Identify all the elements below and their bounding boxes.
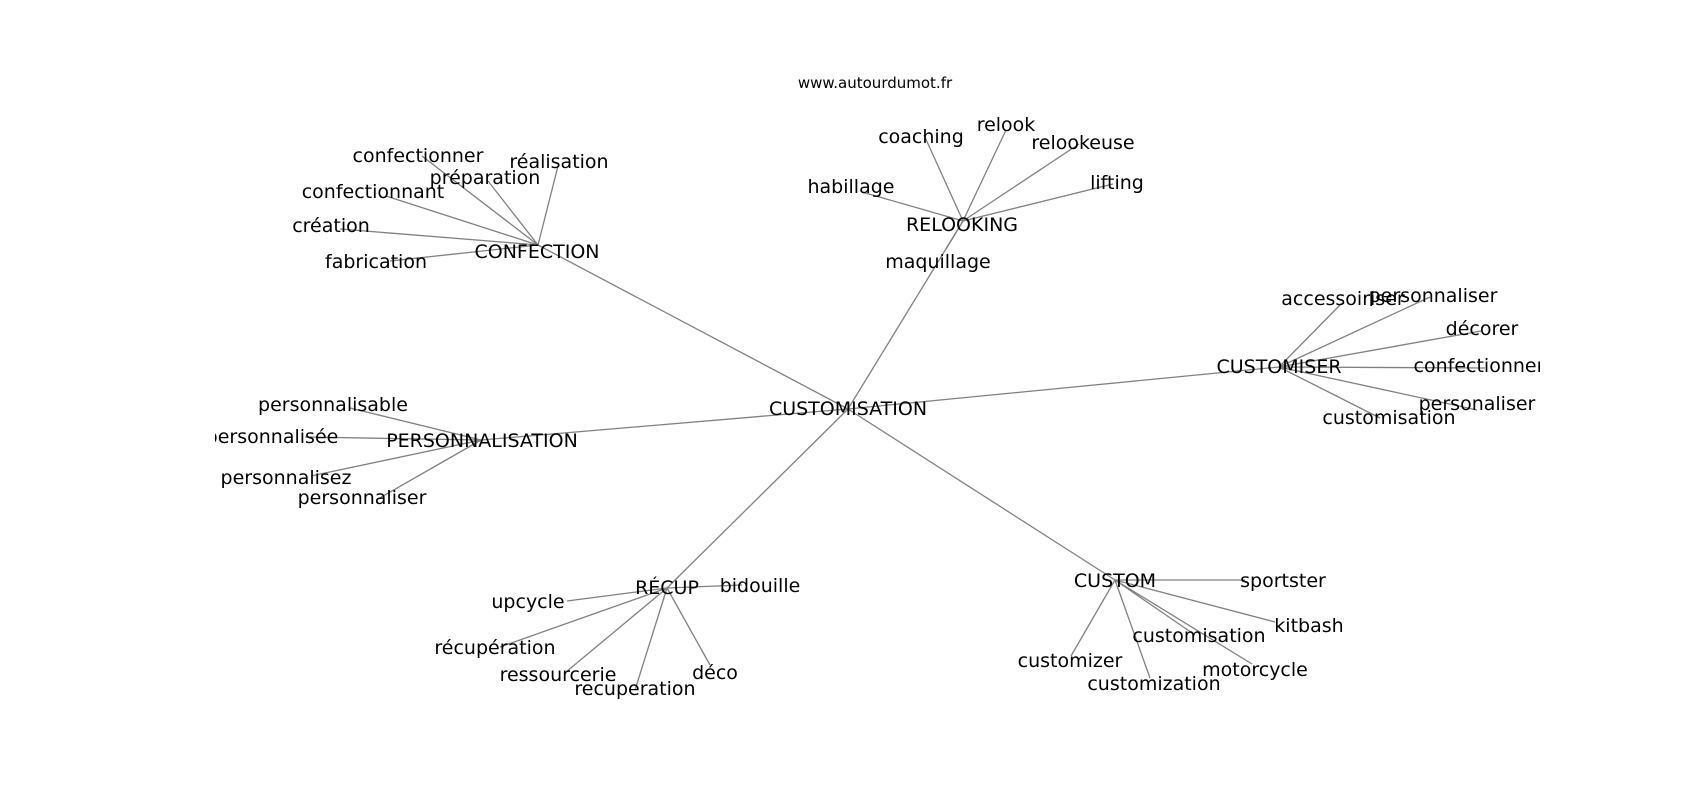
leaf-node-label: préparation: [430, 167, 541, 189]
edge-root-to-hub: [847, 366, 1280, 410]
leaf-node-label: accessoiriser: [1281, 288, 1405, 310]
edge-hub-to-leaf: [962, 143, 1080, 222]
leaf-node-label: personnaliser: [298, 487, 427, 509]
edge-hub-to-leaf: [310, 439, 482, 477]
edge-hub-to-leaf: [861, 191, 964, 222]
hub-node-label: CUSTOM: [1074, 570, 1156, 592]
edge-hub-to-leaf: [377, 439, 482, 500]
leaf-node-label: personnaliser: [1369, 285, 1498, 307]
hub-node-label: RÉCUP: [635, 576, 699, 599]
edge-root-to-hub: [666, 408, 849, 589]
edge-hub-to-leaf: [339, 228, 539, 246]
edge-hub-to-leaf: [962, 183, 1114, 222]
leaf-node-label: personnalisable: [258, 394, 408, 416]
hub-node-label: CUSTOMISER: [1216, 356, 1341, 378]
edge-hub-to-leaf: [962, 129, 1007, 222]
leaf-node-label: déco: [692, 662, 738, 684]
edge-hub-to-leaf: [1070, 579, 1116, 657]
edge-root-to-hub: [847, 220, 964, 410]
edge-hub-to-leaf: [634, 587, 668, 691]
edge-hub-to-leaf: [945, 220, 964, 250]
root-node-label: CUSTOMISATION: [769, 398, 927, 420]
edge-hub-to-leaf: [666, 587, 711, 666]
edge-hub-to-leaf: [499, 587, 668, 648]
edge-hub-to-leaf: [566, 587, 668, 602]
leaf-node-label: maquillage: [885, 251, 990, 273]
edge-hub-to-leaf: [1278, 296, 1431, 368]
leaf-node-label: confectionner: [353, 145, 484, 167]
site-watermark: www.autourdumot.fr: [798, 74, 953, 92]
leaf-node-label: lifting: [1090, 172, 1144, 194]
leaf-node-label: création: [292, 215, 370, 237]
edge-hub-to-leaf: [1114, 579, 1253, 665]
leaf-node-label: coaching: [878, 126, 964, 148]
hub-node-label: CONFECTION: [474, 241, 599, 263]
edge-hub-to-leaf: [385, 195, 539, 246]
edge-hub-to-leaf: [1278, 366, 1478, 411]
leaf-node-label: customizer: [1018, 650, 1123, 672]
edge-layer: [304, 129, 1486, 691]
leaf-node-label: décorer: [1446, 318, 1519, 340]
leaf-node-label: bidouille: [720, 575, 801, 597]
edge-hub-to-leaf: [565, 587, 668, 673]
edge-hub-to-leaf: [1278, 302, 1343, 368]
hub-node-label: PERSONNALISATION: [386, 430, 578, 452]
hub-node-label: RELOOKING: [906, 214, 1018, 236]
edge-hub-to-leaf: [1114, 579, 1196, 636]
edge-hub-to-leaf: [1114, 579, 1276, 623]
leaf-node-label: relookeuse: [1031, 132, 1134, 154]
edge-root-to-hub: [480, 408, 849, 441]
edge-hub-to-leaf: [304, 436, 482, 441]
leaf-node-label: customisation: [1132, 625, 1265, 647]
edge-root-to-hub: [537, 244, 849, 410]
leaf-node-label: motorcycle: [1202, 659, 1308, 681]
edge-hub-to-leaf: [1114, 579, 1151, 679]
edge-hub-to-leaf: [923, 134, 964, 222]
leaf-node-label: récupération: [434, 637, 555, 659]
leaf-node-label: habillage: [808, 176, 895, 198]
leaf-node-label: réalisation: [509, 151, 608, 173]
leaf-node-label: confectionner: [1414, 355, 1545, 377]
label-layer: CUSTOMISATION CONFECTION confectionner réal…: [206, 114, 1545, 700]
leaf-node-label: confectionnant: [302, 181, 445, 203]
edge-hub-to-leaf: [666, 584, 743, 589]
leaf-node-label: personnalisez: [221, 467, 352, 489]
leaf-node-label: upcycle: [491, 591, 564, 613]
leaf-node-label: fabrication: [325, 251, 427, 273]
leaf-node-label: personnalisée: [206, 426, 339, 448]
edge-hub-to-leaf: [1278, 366, 1381, 419]
edge-hub-to-leaf: [389, 244, 539, 262]
leaf-node-label: sportster: [1240, 570, 1326, 592]
leaf-node-label: personaliser: [1419, 393, 1536, 415]
edge-hub-to-leaf: [421, 155, 539, 246]
edge-root-to-hub: [847, 408, 1116, 581]
edge-hub-to-leaf: [487, 180, 539, 246]
leaf-node-label: customisation: [1322, 407, 1455, 429]
edge-hub-to-leaf: [537, 165, 559, 246]
edge-hub-to-leaf: [1278, 366, 1486, 369]
leaf-node-label: relook: [977, 114, 1036, 136]
edge-hub-to-leaf: [349, 407, 482, 441]
leaf-node-label: recuperation: [574, 678, 695, 700]
edge-hub-to-leaf: [1278, 330, 1482, 368]
leaf-node-label: customization: [1087, 673, 1220, 695]
leaf-node-label: ressourcerie: [500, 664, 617, 686]
leaf-node-label: kitbash: [1274, 615, 1343, 637]
